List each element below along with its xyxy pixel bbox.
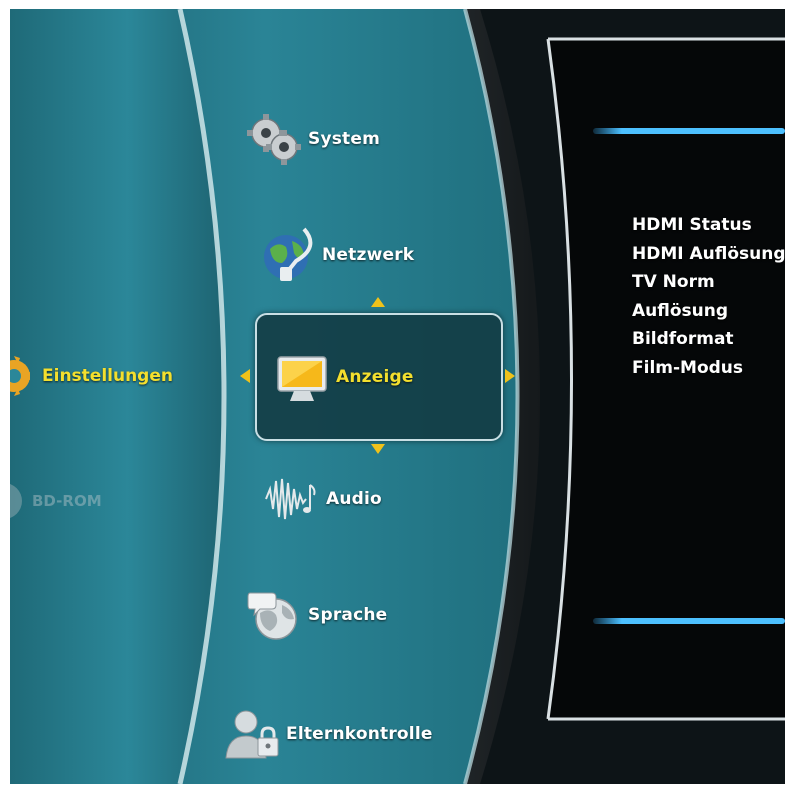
submenu-list: HDMI Status HDMI Auflösung TV Norm Auflö… [632, 211, 785, 382]
parental-lock-icon [225, 710, 279, 759]
submenu-item-aufloesung[interactable]: Auflösung [632, 300, 729, 321]
accent-line-top [593, 128, 785, 134]
monitor-icon [277, 356, 327, 401]
menu-item-label: Anzeige [336, 367, 414, 387]
language-globe-icon [247, 592, 297, 640]
arrow-left-icon[interactable] [240, 369, 250, 383]
submenu-item-tv-norm[interactable]: TV Norm [632, 272, 715, 292]
gear-icon [10, 356, 30, 396]
menu-item-anzeige[interactable]: Anzeige [274, 349, 414, 405]
category-label: Einstellungen [42, 366, 173, 386]
arrow-up-icon[interactable] [371, 297, 385, 307]
network-globe-icon [264, 227, 313, 281]
menu-item-label: Elternkontrolle [286, 724, 433, 744]
arrow-right-icon[interactable] [505, 369, 515, 383]
submenu-item-hdmi-aufloesung[interactable]: HDMI Auflösung [632, 243, 785, 264]
accent-line-bottom [593, 618, 785, 624]
gears-icon [247, 114, 301, 165]
menu-item-label: Sprache [308, 605, 388, 625]
category-bd-rom[interactable]: BD-ROM [10, 481, 102, 521]
menu-item-label: System [308, 129, 381, 149]
submenu-item-film-modus[interactable]: Film-Modus [632, 357, 744, 378]
arrow-down-icon[interactable] [371, 444, 385, 454]
category-label: BD-ROM [32, 492, 102, 510]
submenu-item-bildformat[interactable]: Bildformat [632, 329, 734, 349]
menu-item-sprache[interactable]: Sprache [246, 587, 387, 643]
menu-item-label: Netzwerk [322, 245, 415, 265]
submenu-item-hdmi-status[interactable]: HDMI Status [632, 215, 752, 235]
menu-item-netzwerk[interactable]: Netzwerk [260, 227, 414, 283]
menu-item-label: Audio [326, 489, 382, 509]
menu-item-audio[interactable]: Audio [264, 471, 382, 527]
menu-item-elternkontrolle[interactable]: Elternkontrolle [224, 706, 433, 762]
category-einstellungen[interactable]: Einstellungen [10, 356, 173, 396]
audio-wave-icon [265, 478, 316, 520]
menu-item-system[interactable]: System [246, 111, 380, 167]
settings-screen: Einstellungen BD-ROM System [10, 9, 785, 784]
disc-icon [10, 484, 22, 518]
